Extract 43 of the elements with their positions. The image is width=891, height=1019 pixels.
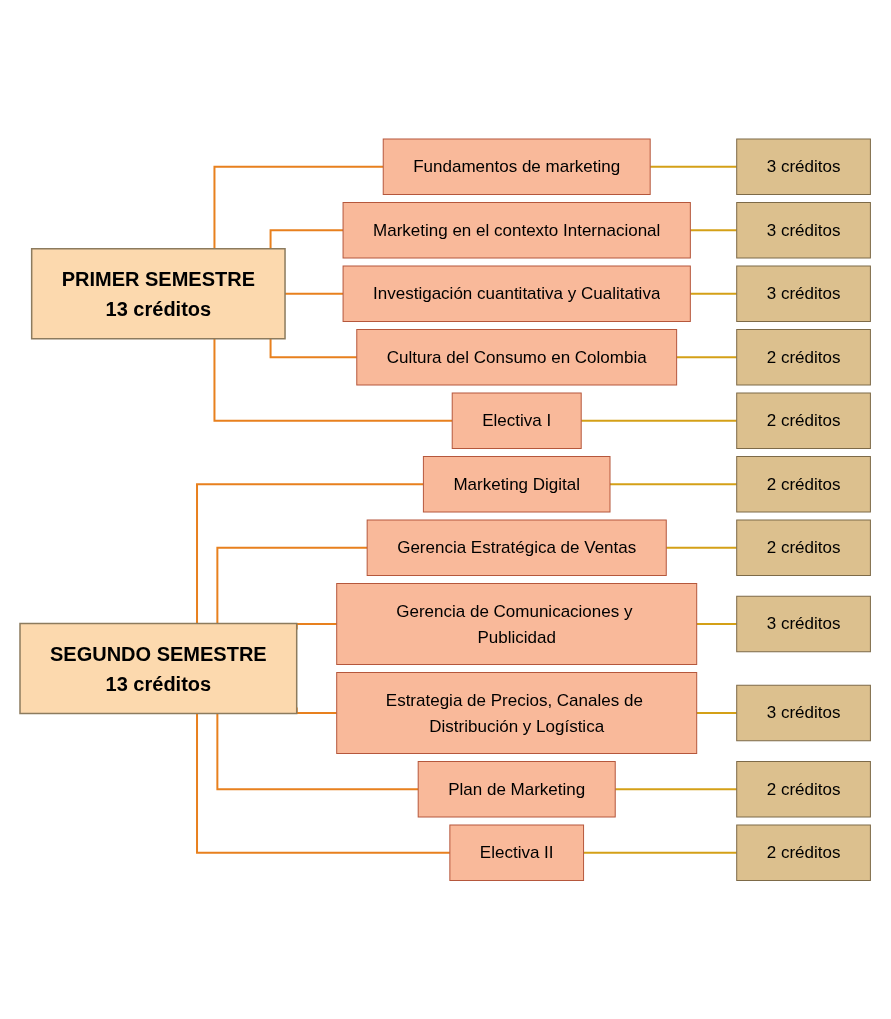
node-box: Electiva II — [449, 824, 585, 881]
node-box: Fundamentos de marketing — [383, 138, 651, 195]
connector — [580, 419, 738, 422]
connector — [269, 229, 345, 250]
connector — [665, 546, 738, 549]
node-box: Cultura del Consumo en Colombia — [356, 328, 678, 386]
connector — [696, 622, 738, 625]
connector — [582, 851, 738, 854]
node-box: 2 créditos — [736, 760, 872, 818]
node-box: 2 créditos — [736, 328, 872, 386]
connector — [689, 292, 738, 295]
node-box: 2 créditos — [736, 824, 872, 881]
connector — [614, 788, 738, 790]
connector — [196, 483, 425, 625]
connector — [609, 483, 738, 485]
connector — [269, 337, 359, 358]
node-box: PRIMER SEMESTRE 13 créditos — [31, 247, 287, 340]
node-box: Investigación cuantitativa y Cualitativa — [342, 265, 692, 322]
node-box: 2 créditos — [736, 519, 872, 576]
node-box: 3 créditos — [736, 684, 872, 741]
node-box: 2 créditos — [736, 455, 872, 513]
node-box: 2 créditos — [736, 392, 872, 449]
node-box: 3 créditos — [736, 595, 872, 652]
connector — [689, 229, 738, 231]
node-box: Marketing Digital — [423, 455, 611, 513]
connector — [675, 356, 738, 358]
connector — [216, 546, 369, 625]
connector — [213, 337, 454, 422]
node-box: SEGUNDO SEMESTRE 13 créditos — [19, 622, 298, 714]
node-box: 3 créditos — [736, 138, 872, 195]
connector — [196, 712, 452, 854]
connector — [649, 165, 738, 168]
connector — [216, 712, 420, 790]
node-box: Marketing en el contexto Internacional — [342, 201, 692, 259]
node-box: Estrategia de Precios, Canales de Distribución y Logística — [336, 671, 698, 754]
node-box: Gerencia de Comunicaciones y Publicidad — [336, 582, 698, 665]
node-box: Plan de Marketing — [418, 760, 616, 818]
node-box: 3 créditos — [736, 201, 872, 259]
connector — [213, 165, 385, 250]
node-box: Gerencia Estratégica de Ventas — [366, 519, 668, 576]
connector — [696, 711, 738, 714]
node-box: Electiva I — [452, 392, 582, 449]
node-box: 3 créditos — [736, 265, 872, 322]
